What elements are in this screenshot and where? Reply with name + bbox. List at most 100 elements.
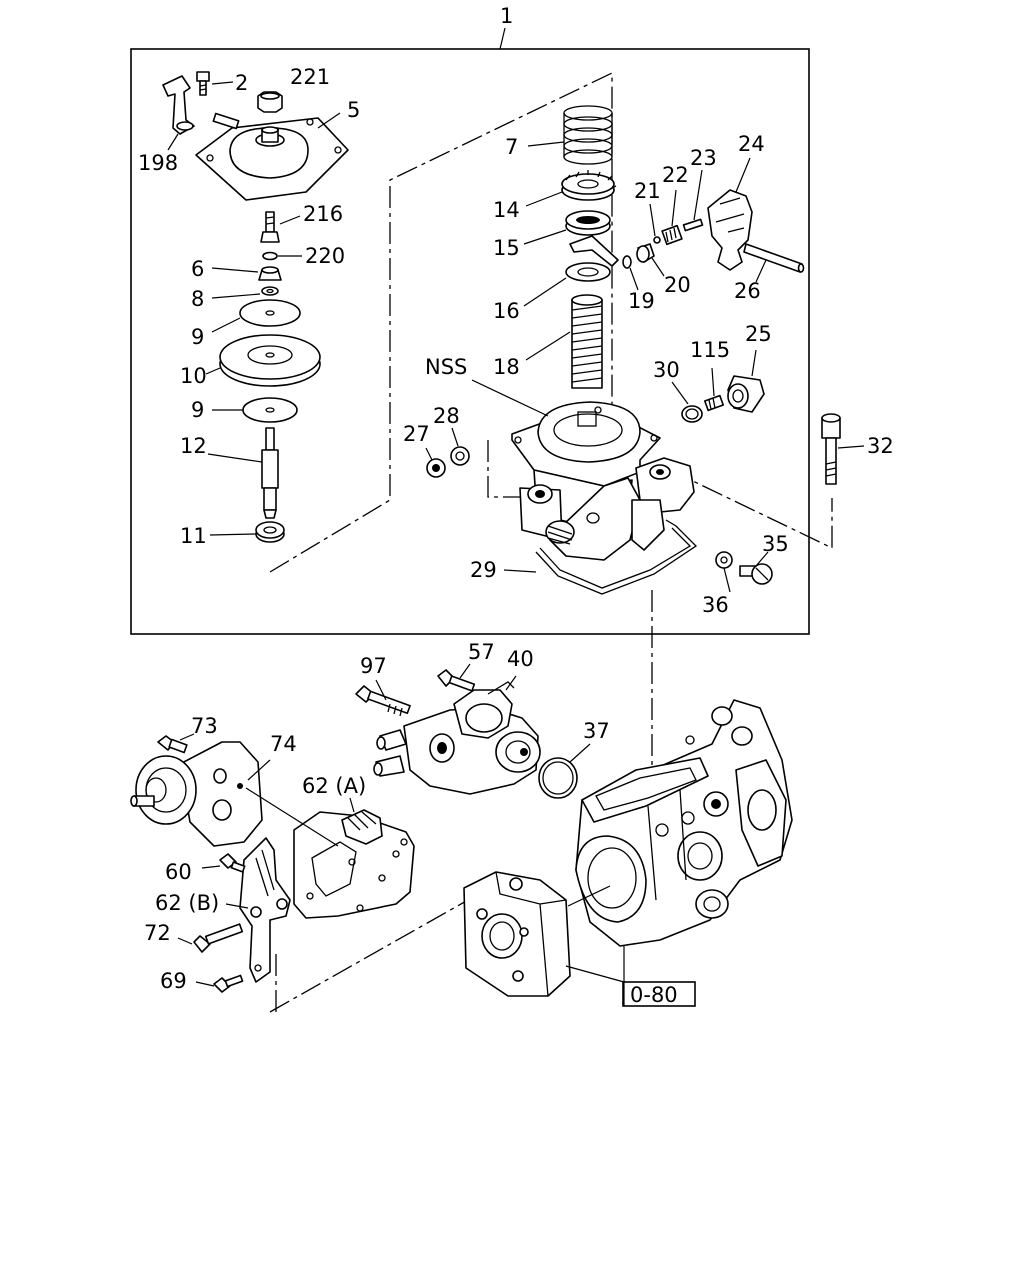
part-62a-bracket [245, 787, 415, 919]
label-nss: NSS [425, 355, 467, 379]
part-27-cap [425, 447, 446, 478]
label-73: 73 [191, 714, 218, 738]
callout-labels: 1 2 221 5 198 216 220 6 8 9 10 9 12 11 7… [138, 4, 894, 1007]
label-5: 5 [347, 98, 360, 122]
part-72-bolt [177, 923, 244, 953]
label-29: 29 [470, 558, 497, 582]
label-6: 6 [191, 257, 204, 281]
label-37: 37 [583, 719, 610, 743]
part-20-ball [636, 243, 665, 277]
part-12-rod [207, 427, 279, 519]
label-62b: 62 (B) [155, 891, 219, 915]
label-36: 36 [702, 593, 729, 617]
label-221: 221 [290, 65, 330, 89]
part-15-bearing [523, 210, 611, 245]
part-5-cover [195, 112, 349, 201]
part-57-bolt [437, 663, 476, 692]
part-19-oring [622, 255, 639, 291]
part-9-lower-plate [212, 397, 298, 423]
part-220-oring [262, 251, 302, 261]
label-220: 220 [305, 244, 345, 268]
label-57: 57 [468, 640, 495, 664]
part-62b-lever [225, 837, 291, 983]
label-69: 69 [160, 969, 187, 993]
label-7: 7 [505, 135, 518, 159]
label-15: 15 [493, 236, 520, 260]
label-8: 8 [191, 287, 204, 311]
part-36-washer [715, 551, 733, 593]
lower-dash-lines [269, 899, 469, 1013]
part-30-oring [671, 381, 703, 423]
label-18: 18 [493, 355, 520, 379]
part-6-nut [211, 266, 282, 281]
part-9-upper-plate [211, 299, 301, 333]
label-24: 24 [738, 132, 765, 156]
part-28-plug [450, 427, 470, 466]
part-23-pin [682, 169, 704, 232]
label-30: 30 [653, 358, 680, 382]
part-10-diaphragm [205, 334, 321, 387]
part-40-actuator [373, 675, 541, 795]
label-23: 23 [690, 146, 717, 170]
label-20: 20 [664, 273, 691, 297]
label-0-80: 0-80 [630, 983, 678, 1007]
part-115-fitting [703, 367, 725, 412]
label-97: 97 [360, 654, 387, 678]
label-11: 11 [180, 524, 207, 548]
label-10: 10 [180, 364, 207, 388]
part-pump-body [567, 699, 793, 1006]
part-35-screw [739, 551, 773, 585]
part-216-screw [260, 211, 301, 243]
part-16-washer [523, 262, 611, 307]
label-21: 21 [634, 179, 661, 203]
part-221-nut [257, 91, 283, 113]
assembly-frame [130, 27, 833, 790]
part-lever [569, 235, 619, 267]
part-198-bracket [162, 75, 195, 151]
label-32: 32 [867, 434, 894, 458]
part-2-bolt [196, 71, 234, 96]
part-nss-housing [471, 379, 695, 561]
label-25: 25 [745, 322, 772, 346]
label-16: 16 [493, 299, 520, 323]
reference-box [622, 981, 696, 1007]
part-adapter-plate [463, 871, 625, 997]
label-9-lower: 9 [191, 398, 204, 422]
part-7-spring [527, 105, 613, 165]
label-40: 40 [507, 647, 534, 671]
part-73-bolt [157, 733, 195, 754]
label-22: 22 [662, 163, 689, 187]
part-22-spring [661, 189, 683, 246]
label-72: 72 [144, 921, 171, 945]
part-37-oring [538, 743, 591, 799]
part-69-bolt [195, 974, 244, 993]
part-74-actuator [130, 741, 271, 847]
part-97-bolt [355, 679, 411, 717]
part-8-washer [211, 286, 279, 299]
part-26-rod [743, 243, 805, 283]
label-27: 27 [403, 422, 430, 446]
label-35: 35 [762, 532, 789, 556]
label-216: 216 [303, 202, 343, 226]
part-21-pin [649, 203, 661, 244]
label-12: 12 [180, 434, 207, 458]
label-198: 198 [138, 151, 178, 175]
label-115: 115 [690, 338, 730, 362]
label-26: 26 [734, 279, 761, 303]
part-24-bracket [707, 157, 753, 271]
part-11-seal [209, 521, 285, 543]
part-25-plug [727, 349, 765, 413]
label-1: 1 [500, 4, 513, 28]
label-60: 60 [165, 860, 192, 884]
label-28: 28 [433, 404, 460, 428]
part-32-bolt [821, 413, 865, 485]
label-9-upper: 9 [191, 325, 204, 349]
label-2: 2 [235, 71, 248, 95]
part-29-gasket [503, 519, 698, 595]
part-18-sleeve [525, 294, 603, 389]
part-14-gear [525, 170, 617, 207]
part-60-bolt [201, 853, 246, 873]
label-14: 14 [493, 198, 520, 222]
label-19: 19 [628, 289, 655, 313]
